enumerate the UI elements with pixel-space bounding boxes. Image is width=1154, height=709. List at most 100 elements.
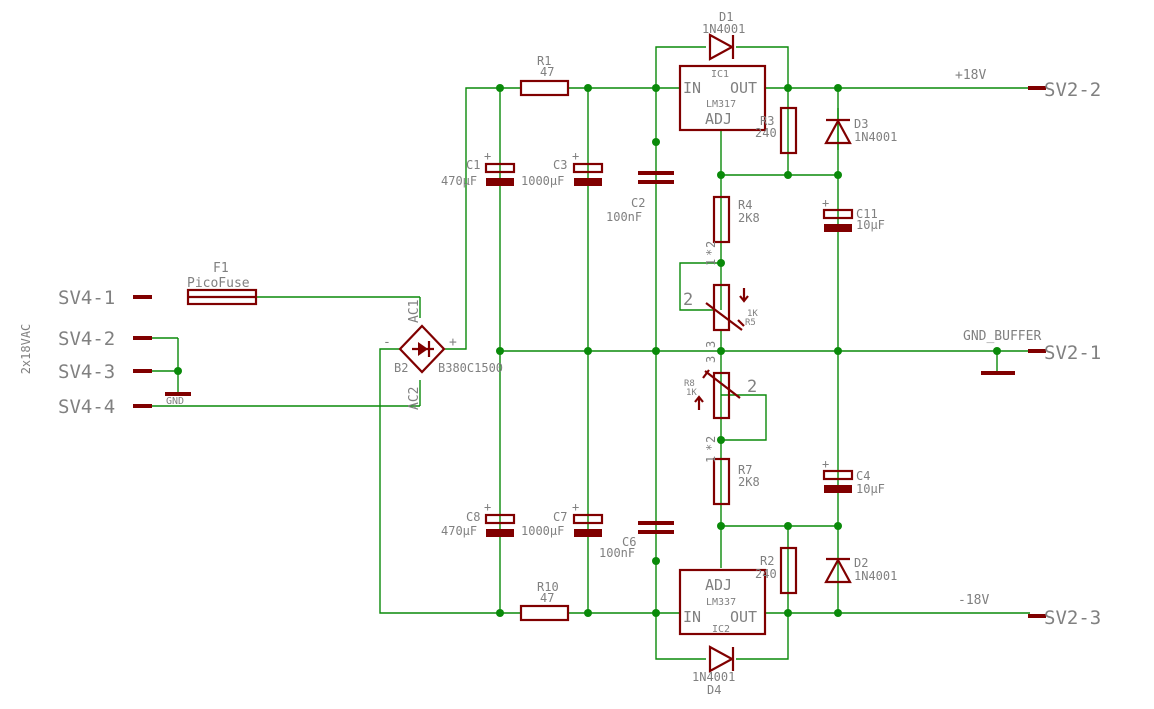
- r8-value: 1K: [686, 388, 697, 398]
- c6-name: C6: [622, 535, 636, 549]
- c6-value: 100nF: [599, 546, 635, 560]
- r10-value: 47: [540, 591, 554, 605]
- resistor-r1[interactable]: R1 47: [519, 54, 570, 97]
- r1-value: 47: [540, 65, 554, 79]
- connector-sv2-3-label: SV2-3: [1044, 607, 1101, 629]
- regulator-ic1[interactable]: IC1 IN OUT LM317 ADJ: [678, 64, 767, 132]
- ic2-in: IN: [683, 608, 701, 626]
- c1-value: 470µF: [441, 174, 477, 188]
- b2-minus: -: [383, 335, 391, 350]
- c2-value: 100nF: [606, 210, 642, 224]
- b2-ac1: AC1: [407, 300, 422, 323]
- resistor-r3[interactable]: R3 240: [755, 106, 798, 155]
- resistor-r7[interactable]: R7 2K8: [712, 457, 760, 506]
- diode-d4[interactable]: 1N4001 D4: [692, 645, 735, 697]
- diode-d2[interactable]: D2 1N4001: [824, 556, 897, 584]
- c11-plus: +: [822, 196, 829, 210]
- c2-name: C2: [631, 196, 645, 210]
- fuse-f1[interactable]: F1 PicoFuse: [186, 261, 258, 306]
- junction-dots: [174, 84, 1001, 617]
- ic1-value: LM317: [706, 99, 736, 110]
- c7-name: C7: [553, 510, 567, 524]
- r5-pin3: 3: [704, 341, 718, 348]
- connector-sv4-1-label: SV4-1: [58, 287, 115, 309]
- r5-star: *: [704, 249, 718, 256]
- c1-name: C1: [466, 158, 480, 172]
- connector-sv4-2-label: SV4-2: [58, 328, 115, 350]
- regulator-ic2[interactable]: ADJ LM337 IN OUT IC2: [678, 568, 767, 636]
- r8-star: *: [704, 444, 718, 451]
- capacitor-c2[interactable]: C2 100nF: [606, 171, 674, 224]
- b2-value: B380C1500: [438, 361, 503, 375]
- d3-name: D3: [854, 117, 868, 131]
- connector-sv2-1[interactable]: SV2-1: [1028, 342, 1101, 364]
- connector-sv4-1[interactable]: SV4-1: [58, 287, 152, 309]
- connector-sv4-4[interactable]: SV4-4: [58, 396, 152, 418]
- d1-value: 1N4001: [702, 22, 745, 36]
- d4-value: 1N4001: [692, 670, 735, 684]
- connector-sv2-2-label: SV2-2: [1044, 79, 1101, 101]
- r10-name: R10: [537, 580, 559, 594]
- net-label-neg: -18V: [958, 593, 989, 608]
- f1-name: F1: [213, 261, 229, 276]
- bridge-rectifier-b2[interactable]: AC1 AC2 + - B2 B380C1500: [383, 300, 503, 410]
- c3-plus: +: [572, 149, 579, 163]
- capacitor-c4[interactable]: + C4 10µF: [822, 457, 885, 496]
- net-label-gnd-buffer: GND_BUFFER: [963, 329, 1041, 344]
- diode-d3[interactable]: D3 1N4001: [824, 108, 897, 150]
- connector-sv2-3[interactable]: SV2-3: [1028, 607, 1101, 629]
- c4-name: C4: [856, 469, 870, 483]
- r5-pin2-lower: 2: [704, 241, 718, 248]
- ic2-out: OUT: [730, 608, 757, 626]
- r2-name: R2: [760, 554, 774, 568]
- ic1-adj: ADJ: [705, 110, 732, 128]
- c8-value: 470µF: [441, 524, 477, 538]
- connector-sv4-4-label: SV4-4: [58, 396, 115, 418]
- d3-value: 1N4001: [854, 130, 897, 144]
- c4-value: 10µF: [856, 482, 885, 496]
- r1-name: R1: [537, 54, 551, 68]
- r8-pin2-lower: 2: [704, 436, 718, 443]
- c3-name: C3: [553, 158, 567, 172]
- b2-name: B2: [394, 361, 408, 375]
- resistor-r2[interactable]: R2 240: [755, 546, 798, 595]
- capacitor-c6[interactable]: C6 100nF: [599, 521, 674, 560]
- c11-name: C11: [856, 207, 878, 221]
- capacitor-c1[interactable]: + C1 470µF: [441, 149, 516, 188]
- capacitor-c11[interactable]: + C11 10µF: [822, 196, 885, 232]
- r5-pin1: 1: [704, 259, 718, 266]
- connector-sv4-3-label: SV4-3: [58, 361, 115, 383]
- connector-sv4-3[interactable]: SV4-3: [58, 361, 152, 383]
- connector-sv2-1-label: SV2-1: [1044, 342, 1101, 364]
- r8-name: R8: [684, 379, 695, 389]
- ic1-in: IN: [683, 79, 701, 97]
- c7-value: 1000µF: [521, 524, 564, 538]
- resistor-r10[interactable]: R10 47: [519, 580, 570, 622]
- potentiometer-r8[interactable]: 3 2 1 * 2 R8 1K: [684, 356, 757, 463]
- connector-sv4-2[interactable]: SV4-2: [58, 328, 152, 350]
- c7-plus: +: [572, 500, 579, 514]
- resistor-r4[interactable]: R4 2K8: [712, 195, 760, 244]
- c8-name: C8: [466, 510, 480, 524]
- d2-name: D2: [854, 556, 868, 570]
- wires: [150, 46, 1030, 660]
- c1-plus: +: [484, 149, 491, 163]
- d2-value: 1N4001: [854, 569, 897, 583]
- net-label-pos: +18V: [955, 68, 986, 83]
- ic2-name: IC2: [712, 624, 730, 635]
- r5-name: R5: [745, 318, 756, 328]
- capacitor-c7[interactable]: + C7 1000µF: [521, 500, 604, 538]
- potentiometer-r5[interactable]: 1 * 2 2 3 1K R5: [683, 241, 758, 348]
- r3-value: 240: [755, 126, 777, 140]
- side-label: 2x18VAC: [19, 324, 33, 375]
- diode-d1[interactable]: D1 1N4001: [702, 10, 745, 61]
- r5-pin2: 2: [683, 290, 693, 310]
- capacitor-c8[interactable]: + C8 470µF: [441, 500, 516, 538]
- ic2-adj: ADJ: [705, 576, 732, 594]
- r2-value: 240: [755, 567, 777, 581]
- connector-sv2-2[interactable]: SV2-2: [1028, 79, 1101, 101]
- c11-value: 10µF: [856, 218, 885, 232]
- ground-symbol-gnd: GND: [165, 392, 191, 407]
- capacitor-c3[interactable]: + C3 1000µF: [521, 149, 604, 188]
